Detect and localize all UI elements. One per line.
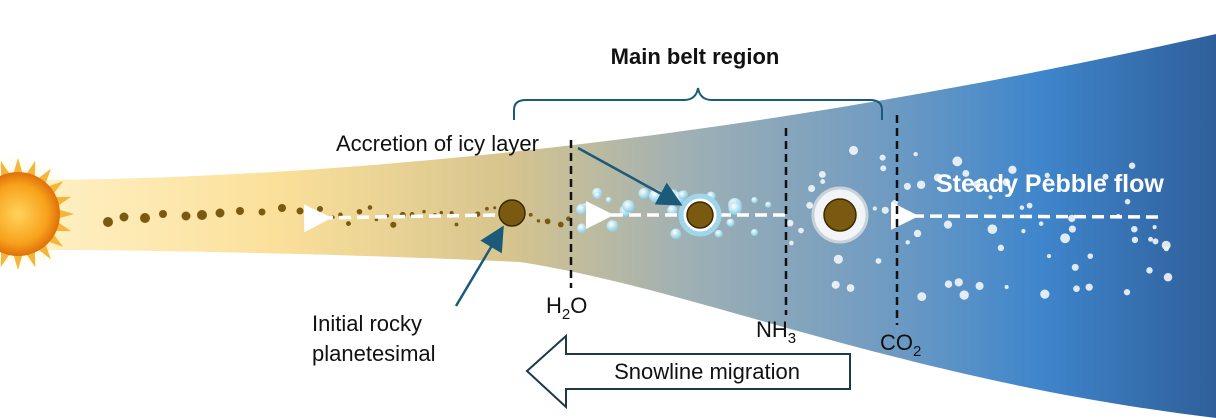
icy-planetesimal-icon — [678, 193, 722, 237]
snowline-migration-arrow — [525, 333, 851, 410]
main-belt-brace — [513, 87, 883, 120]
icy-planetesimal-icon — [811, 186, 869, 244]
rocky-pointer — [454, 225, 504, 307]
snowline-label-h2o: H2O — [546, 293, 587, 323]
disk — [40, 34, 1216, 418]
rocky-label-line2: planetesimal — [312, 341, 436, 366]
main-belt-title: Main belt region — [611, 44, 780, 69]
rocky-label-line1: Initial rocky — [312, 311, 422, 336]
snowline-label-co2: CO2 — [880, 330, 921, 360]
snowline-markers — [569, 115, 899, 325]
pebble-flow-label: Steady Pebble flow — [936, 170, 1164, 198]
rocky-planetesimal-icon — [498, 199, 526, 227]
icy-layer-pointer — [577, 146, 683, 206]
migration-label: Snowline migration — [614, 359, 800, 384]
snowline-label-nh3: NH3 — [756, 317, 796, 347]
icy-layer-label: Accretion of icy layer — [336, 131, 539, 156]
sun-icon — [0, 154, 78, 274]
